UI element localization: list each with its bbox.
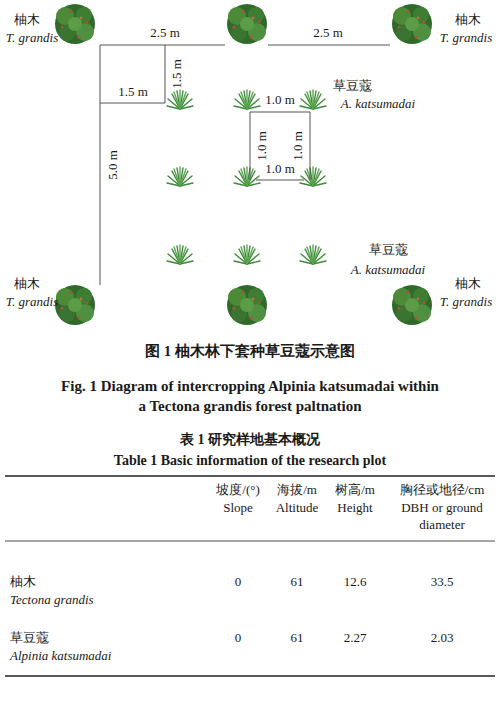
figure-caption: 图 1 柚木林下套种草豆蔻示意图 (145, 342, 355, 362)
teak-trees (55, 4, 432, 325)
diagram-label: 2.5 m (150, 25, 180, 42)
table-text: Slope (223, 500, 253, 517)
table-text: 2.03 (431, 630, 454, 647)
table-text: Alpinia katsumadai (10, 648, 111, 665)
table-text: 33.5 (431, 574, 454, 591)
table-text: Altitude (276, 500, 319, 517)
table-text: 表 1 研究样地基本概况 (180, 431, 320, 449)
diagram-label: 柚木 (14, 12, 40, 29)
diagram-label: 1.5 m (169, 59, 186, 89)
diagram-label: 1.5 m (118, 84, 148, 101)
table-text: 61 (291, 630, 304, 647)
table-text: Tectona grandis (10, 592, 94, 609)
diagram-label: 草豆蔻 (369, 242, 408, 259)
table-text: 2.27 (344, 630, 367, 647)
table-text: 0 (235, 630, 242, 647)
table-text: 海拔/m (277, 482, 317, 499)
diagram-label: T. grandis (6, 30, 59, 47)
diagram-label: 2.5 m (313, 25, 343, 42)
diagram-label: 1.0 m (265, 92, 295, 109)
diagram-label: 1.0 m (265, 161, 295, 178)
diagram-label: T. grandis (440, 30, 493, 47)
table-text: 坡度/(°) (216, 482, 259, 499)
diagram-label: A. katsumadai (341, 96, 415, 113)
table-text: 树高/m (335, 482, 375, 499)
alpinia-plants (167, 90, 326, 264)
diagram-label: T. grandis (440, 294, 493, 311)
table-text: 0 (235, 574, 242, 591)
diagram-label: A. katsumadai (351, 262, 425, 279)
table-rules (5, 476, 495, 676)
table-text: 12.6 (344, 574, 367, 591)
diagram-label: 草豆蔻 (333, 78, 372, 95)
diagram-label: 柚木 (455, 12, 481, 29)
diagram-label: 1.0 m (254, 131, 271, 161)
table-text: DBH or ground diameter (392, 500, 492, 534)
diagram-label: 柚木 (14, 276, 40, 293)
diagram-label: 柚木 (455, 276, 481, 293)
dimension-lines (100, 45, 390, 285)
table-text: Height (337, 500, 372, 517)
table-text: Table 1 Basic information of the researc… (114, 452, 386, 470)
table-text: 61 (291, 574, 304, 591)
diagram-label: T. grandis (6, 294, 59, 311)
figure-caption: Fig. 1 Diagram of intercropping Alpinia … (60, 377, 440, 416)
table-text: 草豆蔻 (10, 630, 49, 647)
table-text: 柚木 (10, 574, 36, 591)
table-text: 胸径或地径/cm (400, 482, 485, 499)
diagram-label: 1.0 m (290, 131, 307, 161)
diagram-label: 5.0 m (105, 150, 122, 180)
